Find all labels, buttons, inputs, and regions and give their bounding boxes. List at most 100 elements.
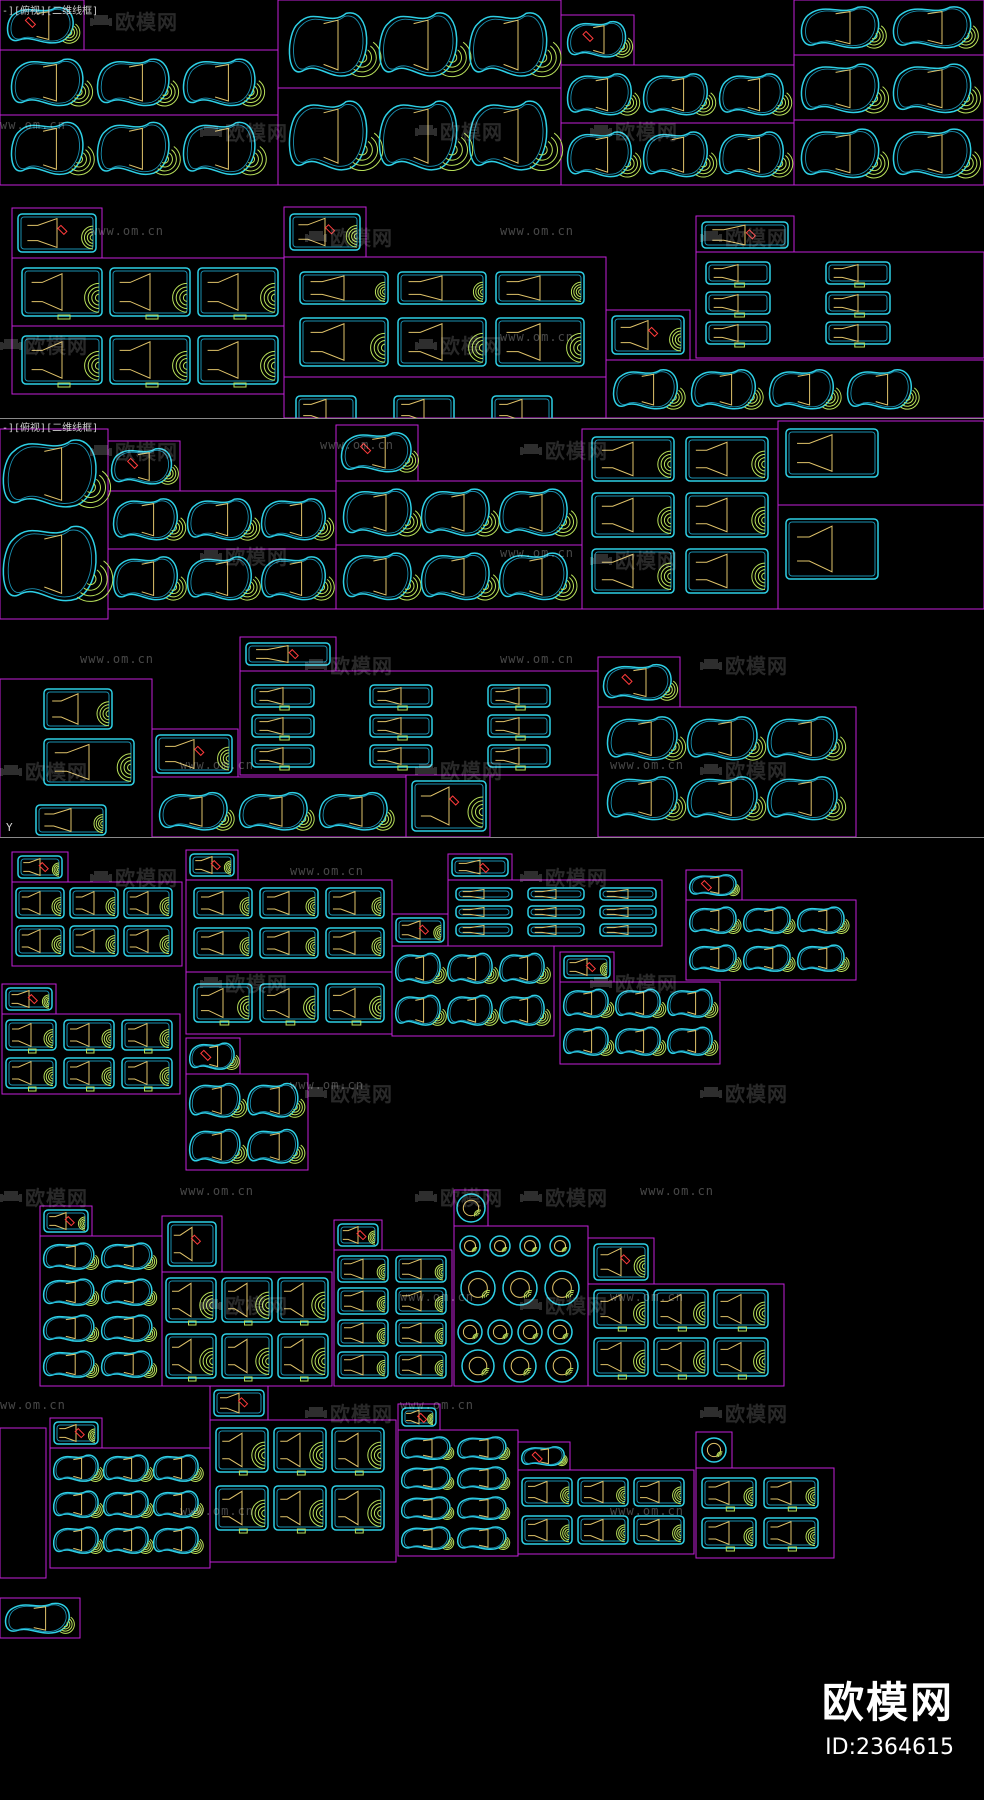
pool-outline [318,792,388,831]
pool-step-arc [566,332,582,363]
block-frame [283,376,607,418]
pool-step-arc [478,577,496,597]
pool-symbol [614,988,667,1018]
pool-step-arc [87,354,100,378]
pool-inner-edge [596,1246,646,1278]
pool-step-arc [660,509,672,531]
pool-step-arc [233,1102,243,1113]
pool-outline [15,925,65,957]
pool-inner-edge [400,320,484,364]
pool-outline [342,488,412,537]
pool-step-arc [838,960,846,968]
pool-depth-slope [269,796,283,827]
pool-step-arc [146,1258,154,1266]
pool-step-arc [641,1263,646,1270]
pool-outline [100,1278,153,1306]
pool-step-arc [641,1310,646,1317]
sofa-icon [700,658,722,670]
pool-inner-edge [614,318,682,352]
pool-symbol [633,1515,685,1545]
pool-inner-edge [249,1084,296,1116]
pool-step-arc [532,1247,538,1253]
pool-depth-slope [128,1022,148,1048]
pool-step-arc [754,565,766,587]
block-frame [1,1013,181,1095]
pool-depth-slope [123,1529,133,1552]
pool-step-arc [485,1294,489,1298]
pool-step-arc [257,1448,266,1463]
viewport-label[interactable]: -][俯视][二维线框] [2,6,99,17]
pool-inner-edge [397,996,439,1024]
pool-step-arc [573,284,582,300]
pool-depth-slope [747,136,761,173]
pool-step-arc [147,1295,152,1301]
pool-outline [446,952,493,984]
pool-depth-slope [708,1520,730,1546]
pool-step-arc [267,358,276,374]
pool-outline [420,552,490,601]
pool-depth-slope [75,890,95,916]
watermark-text: 欧模网 [225,545,288,569]
pool-outline [337,1319,389,1347]
viewport-label[interactable]: -][俯视][二维线框] [2,423,99,434]
watermark-logo: 欧模网 [520,862,608,891]
pool-step-arc [664,796,687,821]
pool-step-arc [172,282,188,313]
pool-step-arc [438,1299,444,1309]
pool-outline [155,734,233,774]
marker-icon [200,1049,212,1062]
pool-symbol [182,121,267,176]
pool-step-arc [147,1331,152,1337]
block-frame [605,359,984,418]
cad-viewport-2[interactable]: -][俯视][二维线框] Y [0,419,984,837]
pool-step-arc [193,1543,198,1549]
pool-step-arc [621,155,638,175]
pool-step-arc [296,809,315,831]
pool-depth-slope [123,1457,133,1480]
pool-step-arc [828,801,840,815]
pool-outline [325,927,385,959]
pool-step-arc [241,146,267,176]
pool-step-arc [88,1330,96,1338]
pool-depth-slope [269,1132,280,1161]
pool-step-arc [245,1004,250,1011]
pool-outline [606,716,678,761]
pool-step-arc [429,1415,434,1423]
pool-inner-edge [200,270,276,314]
watermark-logo: 欧模网 [700,1078,788,1107]
pool-outline [289,213,361,251]
pool-step-arc [533,1248,537,1252]
pool-outline [766,716,838,761]
pool-step-arc [164,1071,170,1082]
pool-step-arc [475,1336,478,1339]
pool-step-arc [478,807,484,817]
pool-step-arc [475,284,484,300]
pool-inner-edge [280,1280,326,1320]
cad-viewport-3[interactable] [0,838,984,1800]
pool-outline [15,887,65,919]
cad-viewport-1[interactable]: -][俯视][二维线框] [0,0,984,418]
pool-step-arc [481,1367,490,1376]
sofa-icon [0,338,22,350]
pool-step-arc [500,1509,507,1517]
pool-step-arc [314,1350,326,1372]
pool-step-arc [745,1529,754,1544]
pool-symbol [562,988,615,1018]
pool-outline [705,261,771,285]
pool-depth-slope [129,890,149,916]
pool-step-arc [379,286,386,298]
pool-depth-slope [478,1529,489,1548]
pool-outline [246,1083,299,1118]
pool-step-arc [748,741,760,755]
pool-step-arc [704,1001,719,1018]
pool-step-arc [167,519,184,538]
pool-symbol [165,1277,217,1326]
pool-symbol [35,804,107,836]
pool-step-arc [837,958,848,970]
pool-symbol [686,776,767,821]
pool-symbol [277,1333,329,1382]
block-frame [777,504,984,610]
pool-inner-edge [170,1224,214,1264]
pool-symbol [892,63,981,114]
pool-outline [498,552,568,601]
